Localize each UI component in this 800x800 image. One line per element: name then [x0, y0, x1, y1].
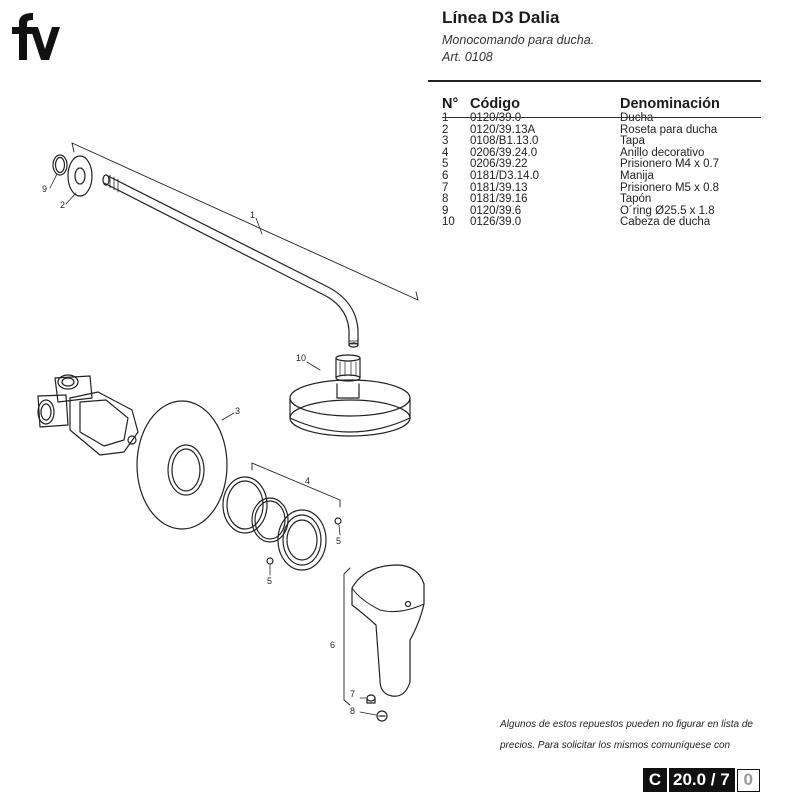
row-number: 9 [442, 204, 449, 217]
row-code: 0126/39.0 [470, 216, 522, 229]
callout-10: 10 [296, 353, 306, 363]
plug-part-8 [376, 710, 388, 722]
callout-5a: 5 [336, 536, 341, 546]
callout-1: 1 [250, 210, 255, 220]
row-name: Prisionero M4 x 0.7 [620, 158, 720, 171]
row-name: Roseta para ducha [620, 123, 718, 136]
row-number: 6 [442, 169, 449, 182]
parts-table-header: N° Código Denominación [442, 96, 772, 113]
row-code: 0181/D3.14.0 [470, 169, 540, 182]
page-code-revision: 0 [736, 768, 760, 792]
table-row: 4 0206/39.24.0 Anillo decorativo [442, 146, 772, 160]
row-number: 4 [442, 146, 449, 159]
table-row: 3 0108/B1.13.0 Tapa [442, 136, 772, 148]
table-row: 10 0126/39.0 Cabeza de ducha [442, 217, 772, 229]
cover-plate-part-3 [136, 400, 228, 530]
table-row: 6 0181/D3.14.0 Manija [442, 169, 772, 183]
callout-8: 8 [350, 706, 355, 716]
note-line-2: precios. Para solicitar los mismos comun… [500, 740, 731, 751]
callout-6: 6 [330, 640, 335, 650]
col-header-name: Denominación [620, 96, 720, 112]
row-code: 0206/39.22 [470, 158, 528, 171]
page-code-number: 20.0 / 7 [669, 768, 735, 792]
spare-parts-note: Algunos de estos repuestos pueden no fig… [500, 714, 790, 756]
table-row: 1 0120/39.0 Ducha [442, 112, 772, 125]
table-row: 8 0181/39.16 Tapón [442, 194, 772, 206]
callout-5b: 5 [267, 576, 272, 586]
row-number: 7 [442, 181, 449, 194]
rosette-part-2 [67, 155, 93, 197]
set-screw-part-5 [266, 517, 342, 565]
lever-handle-part-6 [351, 564, 425, 697]
row-name: Manija [620, 169, 654, 182]
row-number: 2 [442, 123, 449, 136]
callout-2: 2 [60, 200, 65, 210]
col-header-code: Código [470, 96, 520, 112]
row-number: 5 [442, 158, 449, 171]
row-code: 0120/39.6 [470, 204, 522, 217]
page-subtitle: Monocomando para ducha. [442, 33, 595, 47]
shower-head-part-10 [289, 354, 411, 437]
page-title: Línea D3 Dalia [442, 8, 560, 27]
oring-part-9 [52, 154, 68, 176]
callout-9: 9 [42, 184, 47, 194]
row-number: 3 [442, 135, 449, 148]
row-code: 0181/39.13 [470, 181, 528, 194]
screw-part-7 [366, 694, 376, 704]
row-code: 0108/B1.13.0 [470, 135, 539, 148]
page-code: C 20.0 / 7 0 [643, 768, 760, 792]
row-code: 0120/39.13A [470, 123, 536, 136]
row-name: Prisionero M5 x 0.8 [620, 181, 720, 194]
page-code-letter: C [643, 768, 667, 792]
row-number: 1 [442, 112, 449, 124]
table-row: 9 0120/39.6 O´ring Ø25.5 x 1.8 [442, 204, 772, 218]
valve-body [37, 374, 139, 456]
decorative-ring-part-4 [222, 476, 327, 571]
note-line-1: Algunos de estos repuestos pueden no fig… [500, 719, 753, 730]
col-header-number: N° [442, 96, 459, 112]
row-name: O´ring Ø25.5 x 1.8 [620, 204, 715, 217]
row-code: 0181/39.16 [470, 193, 528, 206]
row-name: Cabeza de ducha [620, 216, 711, 229]
table-row: 7 0181/39.13 Prisionero M5 x 0.8 [442, 181, 772, 195]
callout-4: 4 [305, 476, 310, 486]
row-number: 10 [442, 216, 455, 229]
row-name: Tapa [620, 135, 645, 148]
fv-logo [12, 13, 60, 60]
row-name: Anillo decorativo [620, 146, 705, 159]
header-divider [428, 80, 761, 82]
callout-7: 7 [350, 689, 355, 699]
table-row: 2 0120/39.13A Roseta para ducha [442, 123, 772, 137]
row-name: Tapón [620, 193, 652, 206]
callout-3: 3 [235, 406, 240, 416]
row-number: 8 [442, 193, 449, 206]
table-row: 5 0206/39.22 Prisionero M4 x 0.7 [442, 159, 772, 171]
article-number: Art. 0108 [442, 50, 493, 64]
parts-table: N° Código Denominación 1 0120/39.0 Ducha 2… [442, 96, 772, 229]
row-code: 0120/39.0 [470, 112, 522, 124]
row-code: 0206/39.24.0 [470, 146, 538, 159]
document-header: Línea D3 Dalia Monocomando para ducha. A… [442, 8, 782, 67]
row-name: Ducha [620, 112, 654, 124]
table-header-divider [442, 117, 761, 118]
shower-arm-part-1 [102, 174, 359, 348]
